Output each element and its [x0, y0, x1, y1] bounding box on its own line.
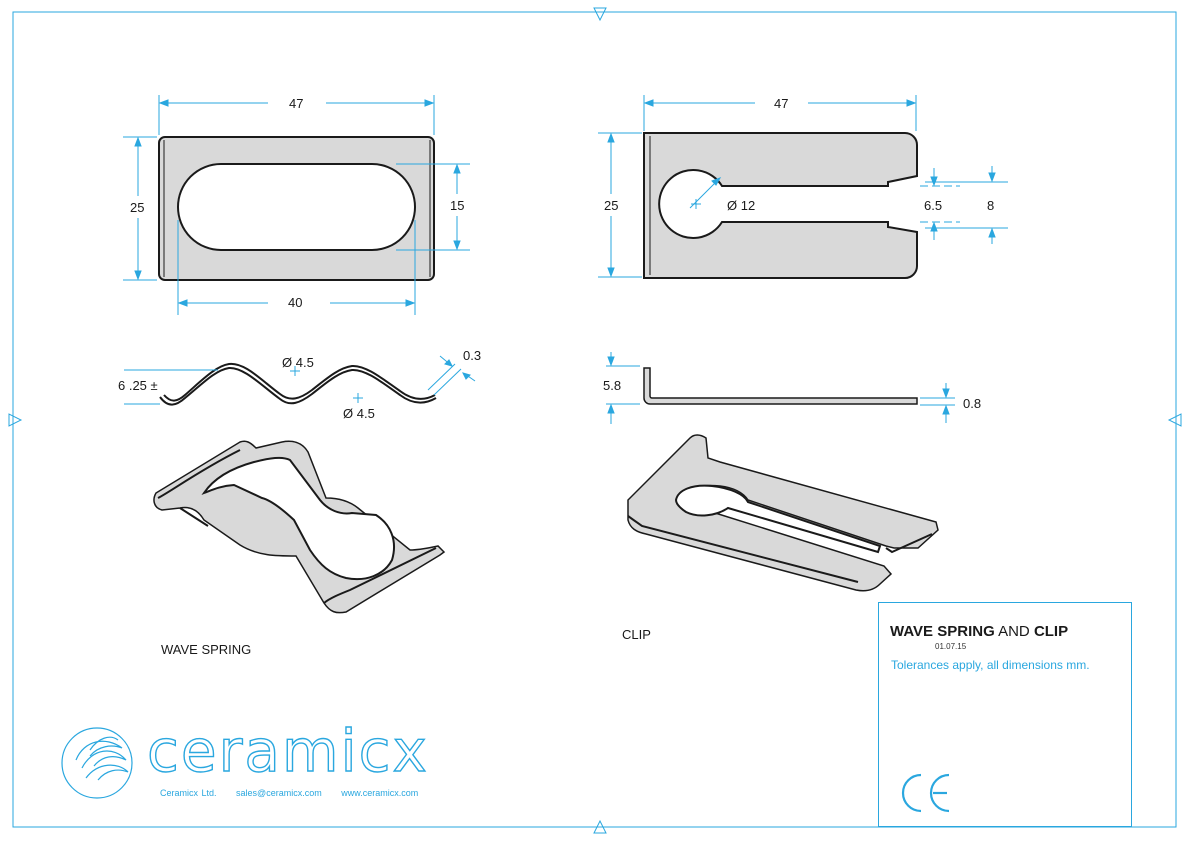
dim-clip-width: 47 [774, 96, 788, 111]
wave-spring-profile-dimensions [124, 355, 476, 405]
label-wave-spring: WAVE SPRING [161, 642, 251, 657]
brand-website[interactable]: www.ceramicx.com [341, 788, 419, 798]
dim-spring-width: 47 [289, 96, 303, 111]
dim-slot-wide: 8 [987, 198, 994, 213]
sheet-border [12, 11, 1177, 828]
title-part-b: CLIP [1033, 623, 1069, 640]
title-and: AND [994, 623, 1034, 640]
label-clip: CLIP [622, 627, 651, 642]
drawing-title: WAVE SPRING AND CLIP [890, 623, 1068, 640]
clip-plan-view [643, 132, 918, 279]
dim-wave-dia-bottom: Ø 4.5 [343, 406, 375, 421]
title-block: WAVE SPRING AND CLIP 01.07.15 Tolerances… [878, 602, 1132, 827]
ce-mark-icon: CE [901, 773, 950, 813]
dim-slot-height: 15 [450, 198, 464, 213]
dim-spring-height: 25 [130, 200, 144, 215]
brand-email[interactable]: sales@ceramicx.com [236, 788, 322, 798]
dim-clip-height: 25 [604, 198, 618, 213]
clip-profile-dimensions [606, 352, 955, 424]
ceramicx-wordmark: ceramicx [146, 717, 429, 785]
brand-company: Ceramicx Ltd. [160, 788, 217, 798]
drawing-date: 01.07.15 [935, 642, 967, 651]
title-part-a: WAVE SPRING [890, 623, 995, 640]
ceramicx-logo-icon [61, 727, 133, 799]
dim-clip-thickness: 0.8 [963, 396, 981, 411]
wave-spring-plan-dimensions [123, 95, 470, 315]
wave-spring-profile [159, 362, 437, 406]
clip-isometric [627, 434, 939, 592]
dim-slot-length: 40 [288, 295, 302, 310]
centering-marks [8, 7, 1182, 834]
clip-profile [643, 367, 918, 405]
dim-clip-side-height: 5.8 [603, 378, 621, 393]
dim-hole-dia: Ø 12 [727, 198, 755, 213]
wave-spring-isometric [153, 440, 446, 614]
dim-wave-dia-top: Ø 4.5 [282, 355, 314, 370]
dim-slot-narrow: 6.5 [924, 198, 942, 213]
dim-wave-height: 6 .25 ± [118, 378, 158, 393]
wave-spring-plan-view [158, 136, 435, 281]
dim-wave-thickness: 0.3 [463, 348, 481, 363]
brand-contacts: Ceramicx Ltd. sales@ceramicx.com www.cer… [160, 788, 434, 798]
tolerance-note: Tolerances apply, all dimensions mm. [891, 658, 1090, 672]
clip-plan-dimensions [598, 95, 1008, 278]
